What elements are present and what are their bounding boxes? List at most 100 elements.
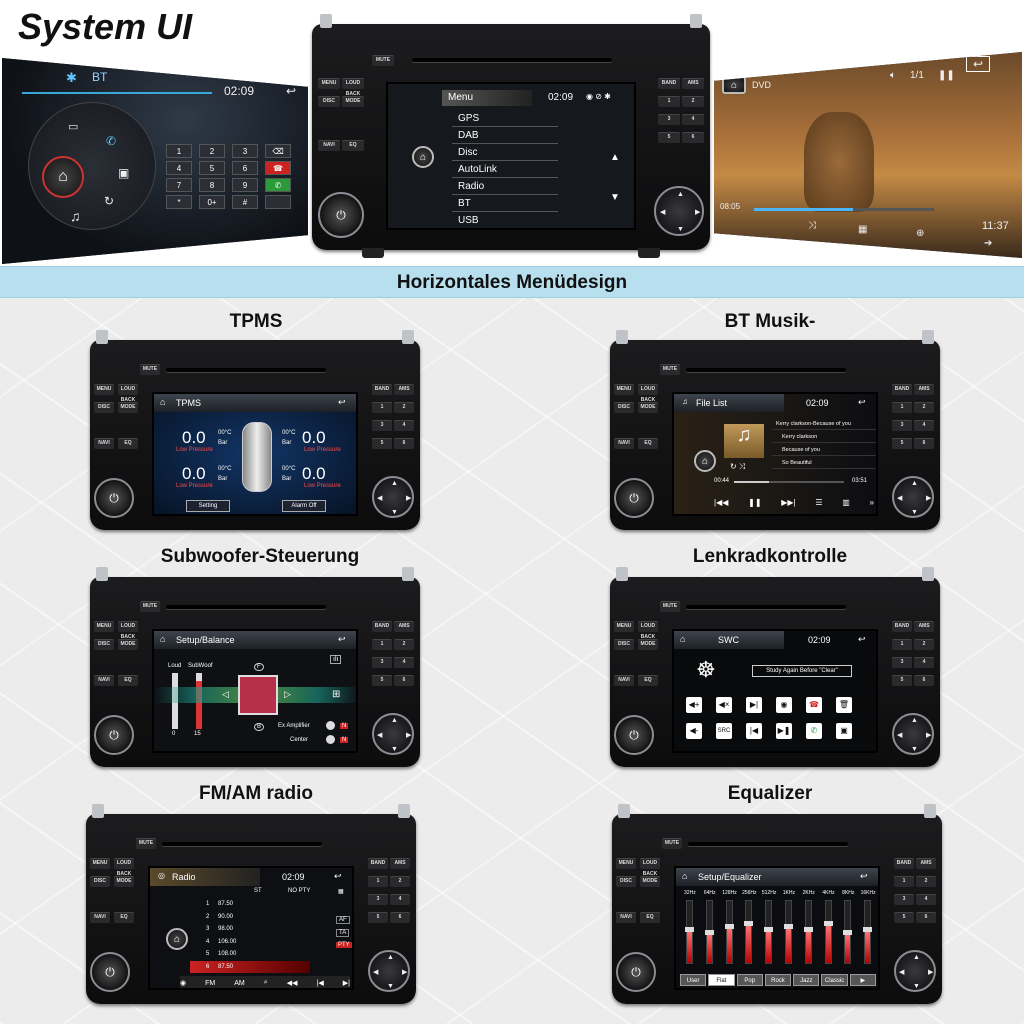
contacts-icon[interactable]: ▣	[118, 166, 130, 180]
dpad-arrow[interactable]: ▲	[911, 717, 918, 724]
dial-key[interactable]: 0+	[199, 195, 225, 209]
home-button[interactable]: ⌂	[166, 928, 188, 950]
preset-3[interactable]: 3	[894, 894, 914, 905]
preset-6[interactable]: 6	[394, 438, 414, 449]
eq-preset-button[interactable]: User	[680, 974, 707, 986]
dpad-arrow[interactable]: ◀	[377, 495, 383, 502]
dpad-arrow[interactable]: ▶	[406, 495, 412, 502]
band-button[interactable]: BAND	[892, 621, 912, 632]
navigation-dpad[interactable]: ▲▼◀▶	[368, 950, 410, 992]
dpad-arrow[interactable]: ◀	[899, 969, 905, 976]
preset-5[interactable]: 5	[368, 912, 388, 923]
power-volume-knob[interactable]: ⏻	[614, 715, 654, 755]
mode-button[interactable]: MODE	[118, 402, 138, 413]
preset-2[interactable]: 2	[390, 876, 410, 887]
menu-item[interactable]: Disc	[452, 144, 558, 161]
eq-handle[interactable]	[744, 920, 754, 926]
music-icon[interactable]: ♫	[70, 208, 81, 224]
play-pause-icon[interactable]: ▶❚	[776, 723, 792, 739]
search-icon[interactable]: ⌕	[263, 979, 268, 986]
save-icon[interactable]: ▣	[836, 723, 852, 739]
band-button[interactable]: BAND	[368, 858, 388, 869]
ta-button[interactable]: TA	[336, 929, 350, 937]
eq-slider[interactable]	[724, 900, 734, 964]
dial-key[interactable]: 2	[199, 144, 225, 158]
back-icon[interactable]: ↩	[286, 84, 297, 98]
preset-1[interactable]: 1	[372, 639, 392, 650]
preset-2[interactable]: 2	[394, 639, 414, 650]
more-icon[interactable]: »	[869, 497, 874, 507]
dial-key[interactable]	[265, 195, 291, 209]
dpad-arrow[interactable]: ▶	[406, 732, 412, 739]
home-button[interactable]: ⌂	[722, 76, 746, 94]
ams-button[interactable]: AMS	[914, 384, 934, 395]
band-button[interactable]: BAND	[894, 858, 914, 869]
dpad-arrow[interactable]: ▶	[402, 969, 408, 976]
eq-slider[interactable]	[764, 900, 774, 964]
disc-button[interactable]: DISC	[614, 402, 634, 413]
preset-1[interactable]: 1	[368, 876, 388, 887]
dpad-arrow[interactable]: ▲	[387, 954, 394, 961]
menu-button[interactable]: MENU	[318, 78, 340, 89]
preset-2[interactable]: 2	[394, 402, 414, 413]
mute-button[interactable]: MUTE	[140, 364, 160, 375]
home-button[interactable]: ⌂	[694, 450, 716, 472]
pause-icon[interactable]: ❚❚	[748, 497, 762, 507]
track-row[interactable]: Kerry clarkson-Because of you	[772, 418, 876, 430]
preset-6[interactable]: 6	[682, 132, 704, 143]
next-icon[interactable]: ▶▶|	[781, 497, 796, 507]
next-arrow-icon[interactable]: ➔	[984, 238, 993, 249]
preset-4[interactable]: 4	[394, 420, 414, 431]
ams-button[interactable]: AMS	[394, 621, 414, 632]
mute-button[interactable]: MUTE	[372, 55, 394, 66]
eq-slider[interactable]	[704, 900, 714, 964]
navi-button[interactable]: NAVI	[94, 675, 114, 686]
shuffle-icon[interactable]: ⤨	[808, 220, 816, 231]
navi-button[interactable]: NAVI	[614, 675, 634, 686]
preset-3[interactable]: 3	[372, 657, 392, 668]
previous-icon[interactable]: |◀◀	[714, 497, 729, 507]
mute-button[interactable]: MUTE	[660, 601, 680, 612]
menu-button[interactable]: MENU	[616, 858, 636, 869]
preset-1[interactable]: 1	[894, 876, 914, 887]
mode-button[interactable]: MODE	[638, 639, 658, 650]
list-icon[interactable]: ☰	[815, 497, 823, 507]
menu-button[interactable]: MENU	[614, 384, 634, 395]
eq-handle[interactable]	[684, 927, 694, 932]
preset-6[interactable]: 6	[916, 912, 936, 923]
band-button[interactable]: BAND	[658, 78, 680, 89]
disc-button[interactable]: DISC	[614, 639, 634, 650]
eq-slider[interactable]	[744, 900, 754, 964]
dpad-arrow[interactable]: ▼	[387, 983, 394, 990]
menu-item[interactable]: Radio	[452, 178, 558, 195]
preset-5[interactable]: 5	[658, 132, 680, 143]
preset-2[interactable]: 2	[914, 639, 934, 650]
am-button[interactable]: AM	[234, 979, 245, 987]
dpad-arrow[interactable]: ▼	[913, 983, 920, 990]
scroll-down-icon[interactable]: ▼	[610, 192, 620, 203]
power-volume-knob[interactable]: ⏻	[318, 192, 364, 238]
dpad-arrow[interactable]: ▲	[913, 954, 920, 961]
eq-handle[interactable]	[783, 923, 793, 929]
menu-item[interactable]: GPS	[452, 110, 558, 127]
dial-key[interactable]: #	[232, 195, 258, 209]
menu-button[interactable]: MENU	[614, 621, 634, 632]
grid-icon[interactable]: ▦	[858, 224, 868, 235]
loud-button[interactable]: LOUD BACK	[118, 384, 138, 403]
setting-button[interactable]: Setting	[186, 500, 230, 512]
dial-key[interactable]: ☎	[265, 161, 291, 175]
preset-1[interactable]: 1	[372, 402, 392, 413]
dpad-arrow[interactable]: ▼	[911, 746, 918, 753]
left-arrow-icon[interactable]: ◁	[222, 689, 229, 699]
eq-handle[interactable]	[803, 927, 813, 932]
seek-back-icon[interactable]: ◀◀	[286, 980, 298, 987]
video-progress[interactable]	[754, 208, 934, 211]
dial-key[interactable]: 6	[232, 161, 258, 175]
reset-icon[interactable]: ⊞	[332, 689, 341, 700]
dial-key[interactable]: 3	[232, 144, 258, 158]
mute-button[interactable]: MUTE	[140, 601, 160, 612]
dpad-arrow[interactable]: ◀	[377, 732, 383, 739]
home-button[interactable]: ⌂	[42, 156, 84, 198]
